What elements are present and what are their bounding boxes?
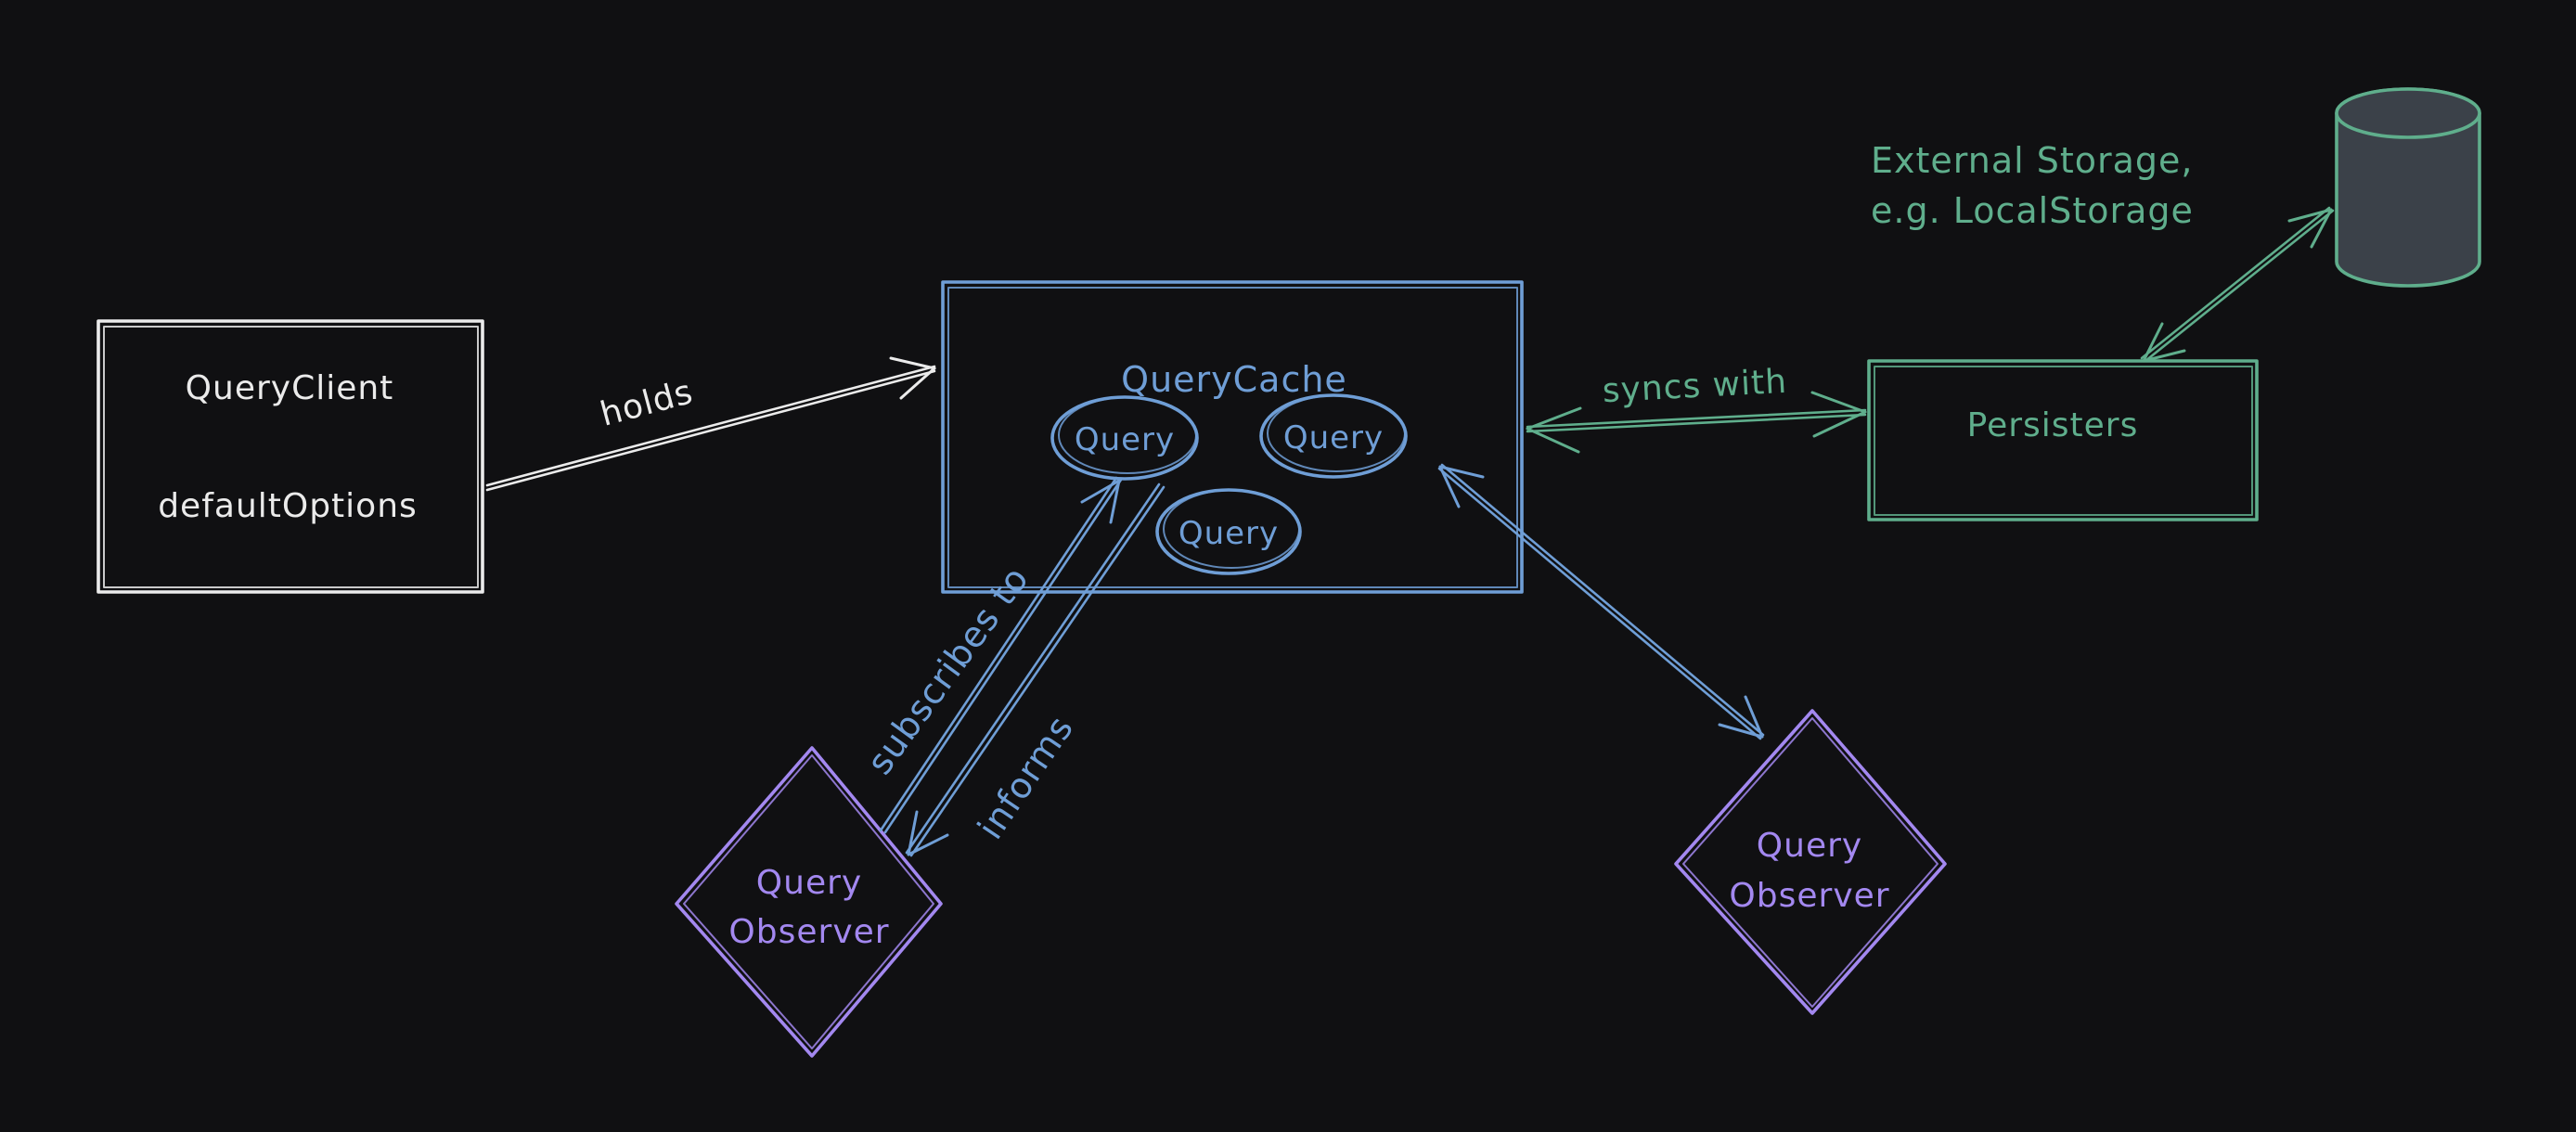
informs-shaft — [909, 485, 1166, 857]
holds-arrow-shaft-sketch — [485, 369, 936, 492]
persisters-label: Persisters — [1967, 406, 2139, 444]
query-ellipse-3-sketch — [1163, 489, 1300, 569]
holds-arrow — [485, 356, 936, 492]
syncs-with-arrow — [1526, 391, 1867, 454]
subscribes-to-arrow — [879, 476, 1123, 834]
query-cache-node — [941, 280, 1524, 594]
informs-arrowhead — [907, 810, 919, 856]
query-observer-right-label-line1: Query — [1757, 827, 1862, 865]
persisters-storage-shaft-sketch — [2140, 206, 2331, 360]
persisters-storage-shaft — [2144, 209, 2335, 363]
query-observer-left-label-line1: Query — [756, 864, 862, 902]
query-cache-box — [941, 280, 1524, 594]
persisters-box-sketch — [1874, 366, 2253, 516]
persisters-storage-arrow — [2140, 206, 2335, 363]
persisters-storage-arrowhead-bottom — [2142, 322, 2164, 363]
external-storage-label-line2: e.g. LocalStorage — [1871, 190, 2194, 231]
syncs-arrow-shaft — [1526, 408, 1867, 429]
holds-arrow-shaft — [485, 365, 936, 487]
query-observer-right-diamond-sketch — [1682, 717, 1938, 1008]
cache-observer-arrowhead-top — [1438, 465, 1461, 508]
holds-arrowhead — [899, 367, 936, 400]
subscribes-shaft — [883, 478, 1123, 834]
syncs-arrowhead-right — [1810, 391, 1867, 414]
informs-label: informs — [970, 708, 1081, 846]
query-observer-right-diamond — [1674, 709, 1947, 1015]
query-client-default-options: defaultOptions — [158, 487, 418, 525]
query-3-label: Query — [1179, 515, 1279, 552]
persisters-box — [1867, 359, 2259, 521]
subscribes-arrowhead — [1109, 479, 1121, 524]
query-ellipse-1-sketch — [1058, 396, 1197, 474]
query-observer-left-label-line2: Observer — [728, 913, 889, 951]
subscribes-shaft-sketch — [879, 476, 1118, 832]
syncs-arrow-shaft-sketch — [1526, 413, 1867, 433]
cache-observer-arrowhead-top — [1438, 465, 1485, 479]
cache-observer-right-arrow — [1437, 463, 1765, 740]
query-1-label: Query — [1075, 421, 1175, 458]
persisters-storage-arrowhead-top — [2287, 208, 2333, 223]
informs-shaft-sketch — [905, 482, 1161, 855]
cache-observer-shaft-sketch — [1440, 463, 1765, 737]
cache-observer-arrowhead-bottom — [1744, 695, 1764, 739]
informs-arrow — [905, 482, 1166, 857]
syncs-arrowhead-right — [1812, 410, 1867, 438]
query-observer-left-diamond — [675, 746, 943, 1058]
cache-observer-shaft — [1437, 467, 1762, 740]
query-cache-title: QueryCache — [1121, 359, 1347, 400]
query-client-box — [97, 319, 484, 594]
query-client-box-sketch — [103, 326, 479, 588]
subscribes-arrowhead — [1080, 479, 1121, 504]
syncs-with-label: syncs with — [1602, 363, 1788, 410]
holds-label: holds — [597, 373, 698, 434]
query-observer-right-label-line2: Observer — [1729, 877, 1889, 915]
external-storage-cylinder — [2335, 87, 2481, 288]
cylinder-top — [2335, 87, 2481, 139]
persisters-storage-arrowhead-top — [2310, 208, 2333, 249]
query-client-node — [97, 319, 484, 594]
syncs-arrowhead-left — [1526, 427, 1580, 454]
external-storage-label-line1: External Storage, — [1871, 140, 2194, 181]
informs-arrowhead — [907, 833, 949, 856]
query-observer-left-diamond-sketch — [683, 754, 934, 1049]
syncs-arrowhead-left — [1526, 406, 1582, 431]
persisters-node — [1867, 359, 2259, 521]
query-2-label: Query — [1283, 419, 1384, 457]
persisters-storage-arrowhead-bottom — [2142, 349, 2186, 363]
holds-arrowhead — [889, 356, 936, 370]
query-client-title: QueryClient — [186, 369, 394, 407]
query-ellipse-2-sketch — [1267, 394, 1406, 472]
query-cache-box-sketch — [947, 287, 1518, 588]
cache-observer-arrowhead-bottom — [1718, 723, 1764, 739]
query-observer-right-node — [1674, 709, 1947, 1015]
query-observer-left-node — [675, 746, 943, 1058]
